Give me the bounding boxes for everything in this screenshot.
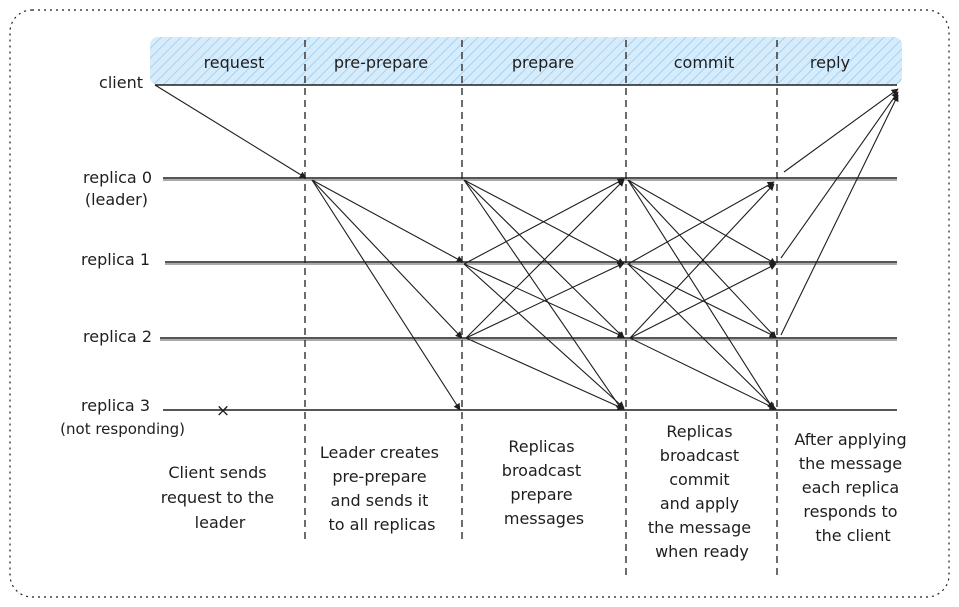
phase-label-request: request (204, 53, 265, 72)
description-commit-line: when ready (655, 542, 749, 561)
description-pre-prepare-line: pre-prepare (332, 467, 426, 486)
phase-label-pre-prepare: pre-prepare (334, 53, 428, 72)
arrow-preprepare-r0-to-r1 (311, 179, 464, 263)
diagram-frame (9, 9, 950, 598)
arrow-reply-r1-to-client (780, 91, 899, 259)
arrow-commit-r0-to-r3 (627, 179, 775, 411)
description-prepare: Replicas broadcast prepare messages (502, 437, 586, 528)
description-prepare-line: prepare (510, 485, 572, 504)
arrow-commit-r1-to-r2 (627, 263, 777, 338)
label-replica-0: replica 0 (83, 168, 152, 187)
description-commit-line: Replicas (666, 422, 732, 441)
description-request: Client sends request to the leader (161, 463, 279, 532)
arrow-preprepare-r0-to-r2 (311, 179, 463, 339)
description-pre-prepare-line: Leader creates (320, 443, 439, 462)
description-reply-line: the client (815, 526, 890, 545)
arrow-commit-r1-to-r0 (627, 181, 775, 265)
participant-labels: client replica 0 (leader) replica 1 repl… (60, 73, 185, 438)
arrow-prepare-r1-to-r0 (463, 178, 625, 265)
arrow-commit-r0-to-r2 (627, 179, 777, 339)
description-pre-prepare-line: to all replicas (329, 515, 436, 534)
description-pre-prepare: Leader creates pre-prepare and sends it … (320, 443, 444, 534)
message-arrows (154, 84, 899, 411)
description-request-line: request to the (161, 488, 274, 507)
description-commit-line: commit (669, 470, 729, 489)
description-commit-line: the message (648, 518, 751, 537)
arrow-preprepare-r0-to-r3 (311, 179, 461, 411)
label-replica-0-role: (leader) (85, 190, 148, 209)
description-request-line: Client sends (168, 463, 266, 482)
arrow-commit-r2-to-r0 (629, 183, 775, 339)
arrow-prepare-r2-to-r0 (465, 179, 625, 339)
label-replica-1: replica 1 (81, 250, 150, 269)
arrow-prepare-r2-to-r3 (465, 337, 625, 410)
description-commit-line: and apply (660, 494, 739, 513)
timelines (155, 84, 897, 411)
phase-descriptions: Client sends request to the leader Leade… (161, 422, 911, 561)
description-request-line: leader (195, 513, 246, 532)
label-replica-2: replica 2 (83, 327, 152, 346)
arrow-reply-r2-to-client (780, 94, 899, 336)
failure-x-icon: × (216, 401, 230, 421)
arrow-commit-r1-to-r3 (627, 263, 775, 409)
description-commit-line: broadcast (660, 446, 739, 465)
description-pre-prepare-line: and sends it (331, 491, 429, 510)
label-replica-3: replica 3 (81, 396, 150, 415)
description-prepare-line: messages (504, 509, 584, 528)
phase-dividers (304, 40, 778, 578)
description-reply-line: responds to (803, 502, 897, 521)
arrow-prepare-r1-to-r3 (463, 263, 625, 409)
description-reply-line: the message (799, 454, 902, 473)
phase-label-reply: reply (810, 53, 850, 72)
arrow-commit-r2-to-r3 (629, 337, 777, 410)
arrow-commit-r2-to-r1 (629, 263, 777, 339)
arrow-prepare-r2-to-r1 (465, 262, 625, 339)
label-replica-3-status: (not responding) (60, 420, 185, 438)
description-prepare-line: broadcast (502, 461, 581, 480)
description-reply: After applying the message each replica … (794, 430, 911, 545)
description-commit: Replicas broadcast commit and apply the … (648, 422, 756, 561)
phase-header-band (150, 37, 902, 85)
arrow-reply-r0-to-client (783, 88, 899, 173)
description-reply-line: each replica (802, 478, 899, 497)
label-client: client (99, 73, 143, 92)
description-reply-line: After applying (794, 430, 906, 449)
arrow-prepare-r0-to-r2 (463, 179, 625, 339)
arrow-request-client-to-r0 (154, 84, 307, 179)
phase-label-commit: commit (674, 53, 734, 72)
phase-label-prepare: prepare (512, 53, 574, 72)
description-prepare-line: Replicas (508, 437, 574, 456)
arrow-prepare-r0-to-r3 (463, 179, 623, 411)
phase-labels: request pre-prepare prepare commit reply (204, 53, 850, 72)
